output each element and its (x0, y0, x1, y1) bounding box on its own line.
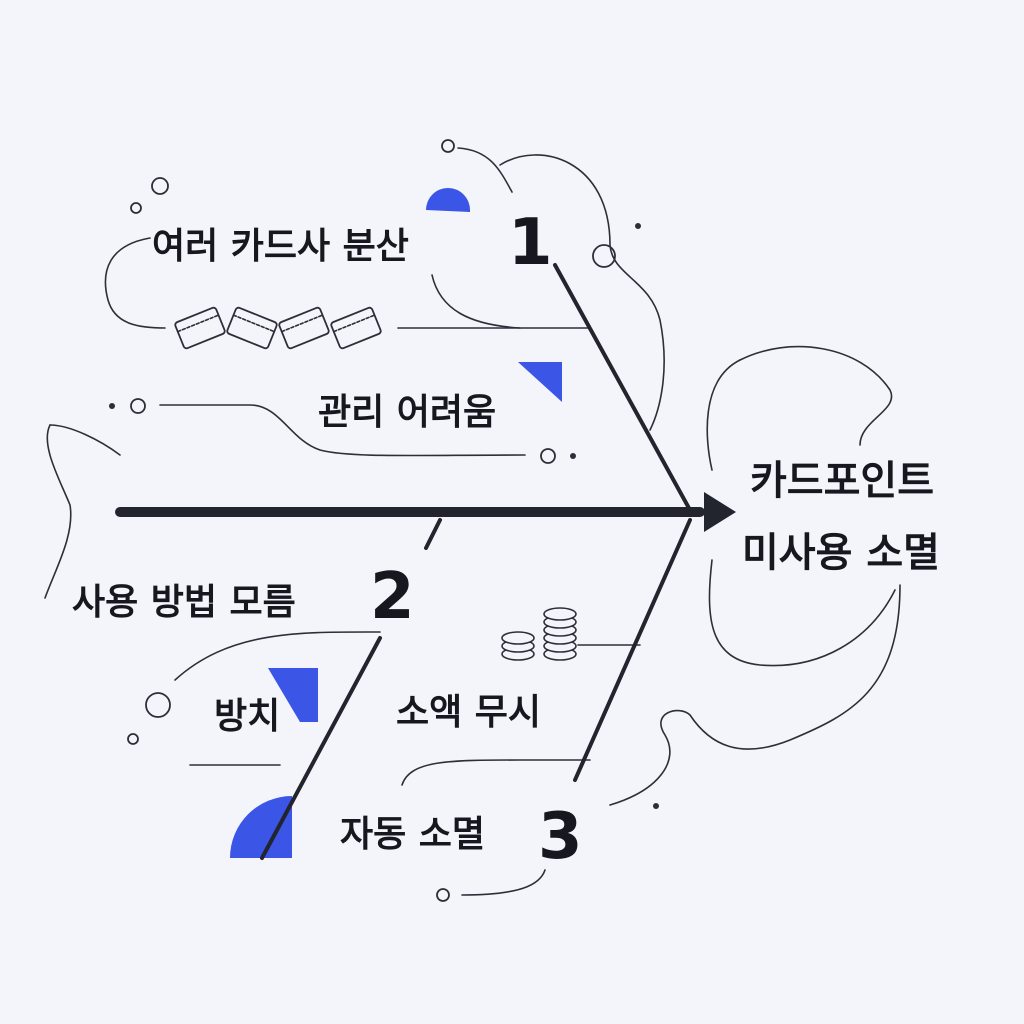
credit-card-icon (278, 306, 330, 350)
cause-3-label: 자동 소멸 (340, 814, 485, 855)
cause-3-sub-label: 소액 무시 (396, 692, 541, 733)
effect-line-2: 미사용 소멸 (742, 530, 940, 576)
cause-1-number: 1 (508, 206, 553, 280)
credit-card-icon (226, 306, 278, 350)
spine-arrowhead (704, 492, 736, 532)
bone-bottom-left (260, 636, 382, 860)
decorative-lines (44, 147, 901, 896)
accent-square (268, 668, 318, 722)
bone-bottom-left-upper (424, 518, 442, 550)
coin-stack-icon (501, 607, 577, 661)
fishbone-bones (115, 263, 736, 860)
bone-bottom-right (573, 518, 692, 782)
accent-shapes (230, 188, 562, 858)
cause-2-number: 2 (370, 560, 415, 634)
cause-3-number: 3 (538, 800, 583, 874)
accent-triangle (518, 362, 562, 402)
credit-card-icon (174, 306, 226, 350)
cause-1-label: 여러 카드사 분산 (152, 226, 409, 267)
cause-1-sub-label: 관리 어려움 (318, 392, 496, 433)
decorative-dots (109, 139, 659, 902)
credit-card-icon (330, 306, 382, 350)
credit-card-icon-group (174, 306, 382, 350)
cause-2-label: 사용 방법 모름 (72, 582, 296, 623)
effect-line-1: 카드포인트 (750, 458, 934, 504)
cause-2-sub-label: 방치 (214, 696, 280, 737)
bone-top (553, 263, 692, 512)
accent-half-circle (426, 188, 470, 212)
accent-quarter-circle (230, 796, 292, 858)
